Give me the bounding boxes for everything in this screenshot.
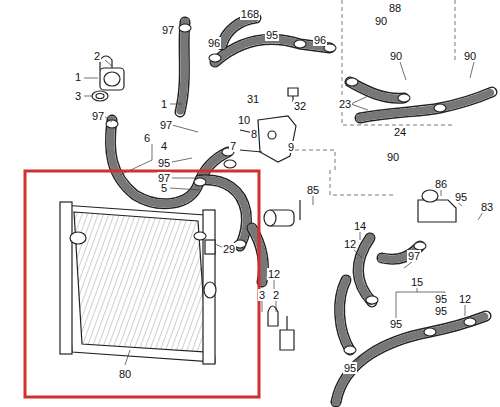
hose-clamp (366, 296, 378, 304)
callout-number: 95 (389, 318, 403, 330)
coolant-hose (180, 22, 185, 112)
callout-number: 12 (343, 238, 357, 250)
coolant-hose (222, 18, 256, 45)
coolant-hose (350, 82, 404, 98)
valve (418, 200, 456, 222)
callout-number: 95 (454, 191, 468, 203)
callout-number: 29 (222, 243, 236, 255)
callout-number: 97 (91, 110, 105, 122)
coolant-hose (340, 280, 350, 350)
hose-clamp (424, 328, 436, 336)
callout-number: 95 (434, 293, 448, 305)
callout-number: 10 (237, 114, 251, 126)
coolant-hose (350, 82, 404, 98)
callout-number: 15 (410, 276, 424, 288)
thermostat-housing (92, 56, 124, 101)
hose-clamp (464, 318, 476, 326)
coolant-hose (336, 316, 486, 402)
coolant-hose (336, 316, 486, 402)
hose-clamp (194, 232, 206, 240)
hose-clamp (344, 346, 356, 354)
highlight-frame (25, 171, 259, 397)
callout-number: 90 (386, 151, 400, 163)
coolant-hose (358, 238, 372, 302)
callout-number: 90 (374, 15, 388, 27)
coolant-hose (360, 92, 492, 118)
coolant-hose (222, 18, 256, 45)
callout-number: 96 (313, 34, 327, 46)
callout-number: 7 (229, 140, 237, 152)
hose-clamp (209, 54, 221, 62)
coolant-hose (358, 238, 372, 302)
callout-number: 3 (74, 90, 82, 102)
callout-number: 85 (306, 184, 320, 196)
callout-number: 9 (287, 141, 295, 153)
coolant-hose (350, 82, 404, 98)
callout-number: 2 (93, 50, 101, 62)
hose-clamp (106, 120, 118, 128)
callout-number: 1 (160, 98, 168, 110)
coolant-hose (200, 180, 247, 246)
callout-number: 8 (250, 128, 258, 140)
callout-number: 12 (458, 293, 472, 305)
coolant-hose (110, 120, 228, 204)
callout-number: 31 (246, 93, 260, 105)
callout-number: 97 (161, 24, 175, 36)
hose-clamp (414, 242, 426, 250)
callout-number: 88 (388, 2, 402, 14)
callout-number: 168 (240, 8, 260, 20)
coolant-hose (336, 316, 486, 402)
callout-number: 4 (160, 140, 168, 152)
coolant-hose (200, 180, 247, 246)
coolant-hose (180, 22, 185, 112)
callout-number: 6 (143, 132, 151, 144)
callout-number: 83 (480, 201, 494, 213)
callout-number: 97 (407, 250, 421, 262)
coolant-hose (110, 120, 228, 204)
coolant-hose (200, 180, 247, 246)
callout-number: 2 (272, 289, 280, 301)
callout-number: 90 (389, 50, 403, 62)
callout-number: 95 (434, 305, 448, 317)
coolant-hose (360, 92, 492, 118)
coolant-hose (180, 22, 185, 112)
callout-number: 86 (434, 178, 448, 190)
coolant-hose (358, 238, 372, 302)
callout-number: 95 (343, 362, 357, 374)
callout-number: 80 (118, 368, 132, 380)
coolant-hose (222, 18, 256, 45)
coolant-hose (340, 280, 350, 350)
hose-clamp (434, 104, 446, 112)
callout-number: 12 (267, 268, 281, 280)
callout-number: 3 (258, 289, 266, 301)
hose-clamp (398, 94, 410, 102)
callout-number: 1 (74, 71, 82, 83)
hose-clamp (346, 78, 358, 86)
callout-number: 24 (393, 126, 407, 138)
coolant-hose (110, 120, 228, 204)
hose-clamp (224, 160, 236, 168)
callout-number: 95 (157, 157, 171, 169)
coolant-hose (340, 280, 350, 350)
hose-clamp (194, 178, 206, 186)
callout-number: 97 (159, 119, 173, 131)
hose-clamp (294, 40, 306, 48)
callout-number: 32 (293, 100, 307, 112)
callout-number: 5 (160, 182, 168, 194)
callout-number: 23 (338, 98, 352, 110)
callout-number: 96 (207, 37, 221, 49)
radiator (60, 202, 216, 364)
callout-number: 90 (463, 50, 477, 62)
hose-clamp (179, 24, 191, 32)
callout-number: 14 (353, 220, 367, 232)
coolant-hose (360, 92, 492, 118)
callout-number: 95 (265, 29, 279, 41)
